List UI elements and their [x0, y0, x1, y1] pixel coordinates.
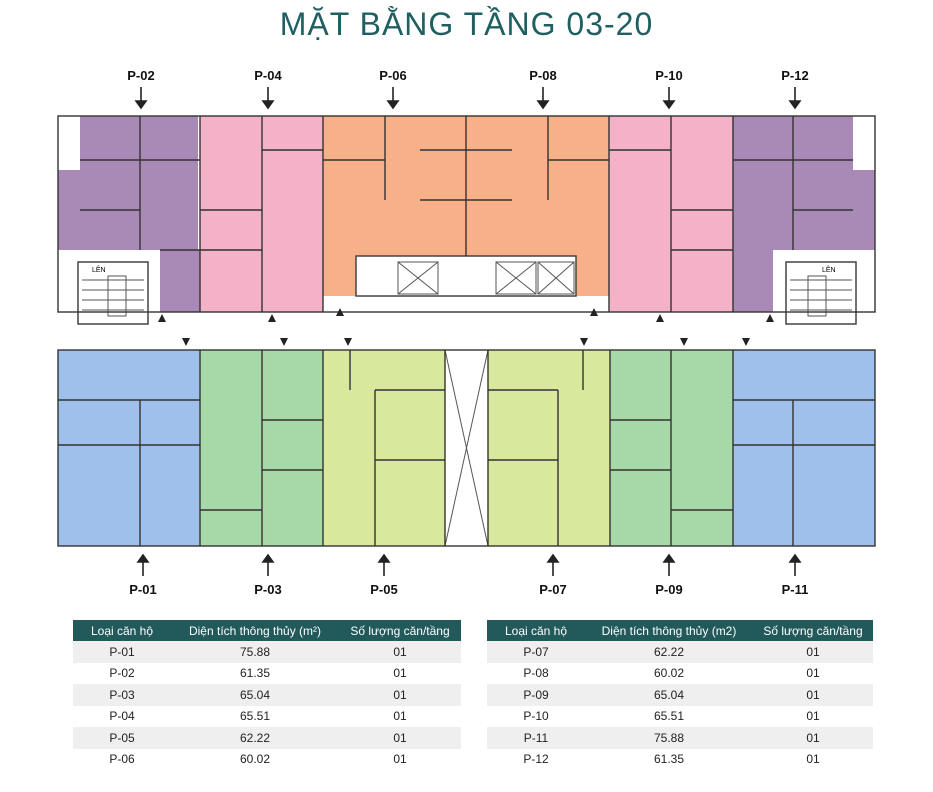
cell-count: 01 [753, 641, 873, 663]
cell-count: 01 [339, 748, 461, 770]
elevator-2 [495, 261, 537, 295]
table-right-header-type: Loại căn hộ [487, 620, 585, 641]
cell-type: P-10 [487, 705, 585, 727]
label-p-10: P-10 [655, 68, 683, 83]
label-p-08: P-08 [529, 68, 557, 83]
cell-type: P-05 [73, 727, 171, 749]
cell-area: 65.51 [171, 705, 339, 727]
cell-area: 75.88 [171, 641, 339, 663]
unit-p-02-area [58, 116, 200, 314]
cell-area: 65.04 [171, 684, 339, 706]
cell-type: P-07 [487, 641, 585, 663]
cell-area: 65.04 [585, 684, 753, 706]
cell-area: 61.35 [585, 748, 753, 770]
cell-area: 62.22 [585, 641, 753, 663]
unit-p-01-fill [58, 350, 200, 546]
floor-plan: LÊN LÊN [57, 87, 876, 576]
cell-count: 01 [339, 705, 461, 727]
page-title: MẶT BẰNG TẦNG 03-20 [279, 6, 654, 42]
table-left-header-type: Loại căn hộ [73, 620, 171, 641]
elevator-3 [537, 261, 575, 295]
cell-count: 01 [753, 748, 873, 770]
cell-area: 60.02 [171, 748, 339, 770]
label-p-07: P-07 [539, 582, 567, 597]
cell-type: P-08 [487, 662, 585, 684]
cell-type: P-04 [73, 705, 171, 727]
cell-area: 61.35 [171, 662, 339, 684]
stair-right [785, 261, 857, 325]
top-arrows [134, 87, 802, 110]
cell-type: P-01 [73, 641, 171, 663]
cell-area: 60.02 [585, 662, 753, 684]
cell-type: P-09 [487, 684, 585, 706]
stair-left-label: LÊN [92, 265, 106, 274]
label-p-05: P-05 [370, 582, 398, 597]
label-p-02: P-02 [127, 68, 155, 83]
table-right-header-area: Diện tích thông thủy (m2) [585, 620, 753, 641]
cell-type: P-06 [73, 748, 171, 770]
label-p-01: P-01 [129, 582, 157, 597]
label-p-04: P-04 [254, 68, 282, 83]
cell-count: 01 [753, 705, 873, 727]
label-p-11: P-11 [781, 582, 809, 597]
label-p-03: P-03 [254, 582, 282, 597]
cell-type: P-02 [73, 662, 171, 684]
stair-left [77, 261, 149, 325]
label-p-09: P-09 [655, 582, 683, 597]
cell-count: 01 [339, 727, 461, 749]
cell-count: 01 [753, 684, 873, 706]
label-p-12: P-12 [781, 68, 809, 83]
unit-p-02-room [160, 250, 200, 312]
unit-p-12-room [733, 250, 773, 312]
table-left-header-count: Số lượng căn/tầng [339, 620, 461, 641]
cell-count: 01 [753, 662, 873, 684]
cell-type: P-11 [487, 727, 585, 749]
stair-right-label: LÊN [822, 265, 836, 274]
cell-type: P-12 [487, 748, 585, 770]
unit-p-11-fill [733, 350, 875, 546]
label-p-06: P-06 [379, 68, 407, 83]
table-left-header-area: Diện tích thông thủy (m²) [171, 620, 339, 641]
table-right-header-count: Số lượng căn/tầng [753, 620, 873, 641]
cell-count: 01 [339, 641, 461, 663]
elevator-1 [397, 261, 439, 295]
cell-count: 01 [339, 662, 461, 684]
unit-p-12-wing [851, 170, 875, 250]
unit-p-05-fill [323, 350, 445, 546]
cell-area: 62.22 [171, 727, 339, 749]
room-partitions [57, 115, 876, 547]
cell-area: 75.88 [585, 727, 753, 749]
unit-p-02-wing [58, 170, 82, 250]
bottom-arrows [136, 553, 802, 576]
cell-count: 01 [753, 727, 873, 749]
area-table-right: Loại căn hộ Diện tích thông thủy (m2) Số… [487, 620, 873, 770]
cell-area: 65.51 [585, 705, 753, 727]
unit-p-07-fill [488, 350, 610, 546]
area-table-left: Loại căn hộ Diện tích thông thủy (m²) Số… [73, 620, 461, 770]
door-markers [158, 308, 774, 346]
cell-type: P-03 [73, 684, 171, 706]
cell-count: 01 [339, 684, 461, 706]
unit-p-02-fill [80, 116, 198, 250]
